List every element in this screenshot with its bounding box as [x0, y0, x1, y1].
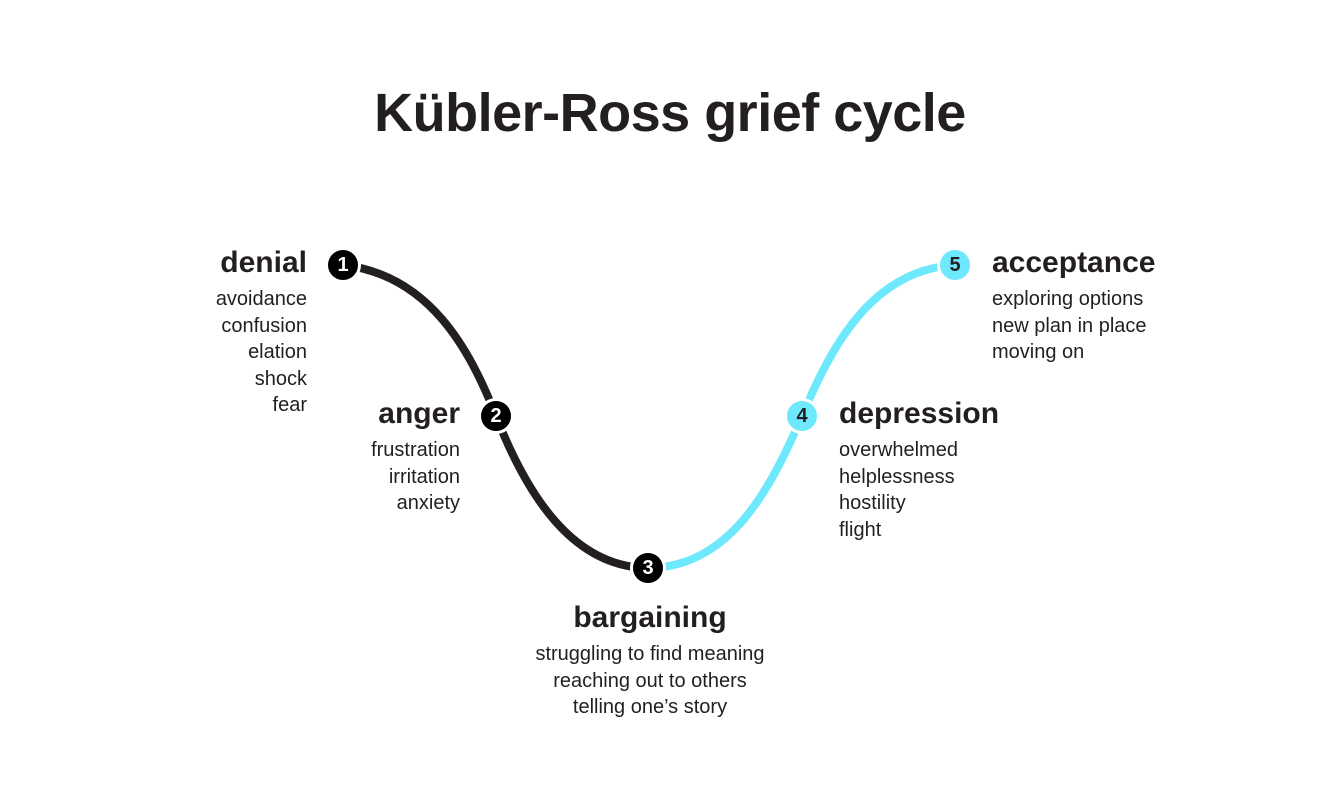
list-item: new plan in place: [992, 314, 1147, 337]
list-item: moving on: [992, 341, 1085, 363]
list-item: shock: [254, 367, 307, 390]
stage-acceptance: acceptance exploring options new plan in…: [992, 246, 1192, 366]
stage-2-marker: 2: [478, 398, 514, 434]
list-item: hostility: [839, 492, 906, 514]
stage-bargaining: bargaining struggling to find meaning re…: [490, 601, 810, 721]
stage-anger-heading: anger: [378, 397, 460, 430]
list-item: exploring options: [992, 288, 1144, 310]
stage-denial-items: avoidance confusion elation shock fear: [150, 286, 307, 419]
list-item: frustration: [371, 439, 460, 461]
list-item: helplessness: [839, 465, 955, 488]
list-item: reaching out to others: [553, 669, 747, 692]
stage-denial: denial avoidance confusion elation shock…: [150, 246, 307, 419]
stage-depression-heading: depression: [839, 397, 1000, 430]
stage-bargaining-heading: bargaining: [573, 601, 727, 634]
stage-4-number: 4: [796, 404, 808, 427]
stage-2-number: 2: [490, 404, 502, 427]
stage-acceptance-heading: acceptance: [992, 246, 1156, 279]
list-item: fear: [272, 394, 307, 416]
list-item: overwhelmed: [839, 439, 958, 461]
diagram-title: Kübler-Ross grief cycle: [374, 83, 966, 143]
stage-1-number: 1: [337, 253, 349, 276]
stage-anger-items: frustration irritation anxiety: [300, 437, 460, 517]
list-item: avoidance: [215, 288, 307, 310]
list-item: telling one’s story: [572, 696, 728, 718]
stage-bargaining-items: struggling to find meaning reaching out …: [490, 641, 810, 721]
stage-3-marker: 3: [630, 550, 666, 586]
list-item: flight: [839, 518, 882, 541]
stage-3-number: 3: [642, 556, 654, 579]
list-item: struggling to find meaning: [535, 643, 765, 665]
list-item: confusion: [221, 314, 307, 337]
stage-depression: depression overwhelmed helplessness host…: [839, 397, 1039, 543]
list-item: anxiety: [396, 492, 460, 514]
stage-5-number: 5: [949, 253, 961, 276]
stage-acceptance-items: exploring options new plan in place movi…: [992, 286, 1192, 366]
list-item: elation: [248, 341, 307, 363]
stage-4-marker: 4: [784, 398, 820, 434]
list-item: irritation: [388, 465, 460, 488]
stage-1-marker: 1: [325, 247, 361, 283]
stage-anger: anger frustration irritation anxiety: [300, 397, 460, 517]
stage-depression-items: overwhelmed helplessness hostility fligh…: [839, 437, 1039, 543]
stage-5-marker: 5: [937, 247, 973, 283]
stage-denial-heading: denial: [220, 246, 307, 279]
